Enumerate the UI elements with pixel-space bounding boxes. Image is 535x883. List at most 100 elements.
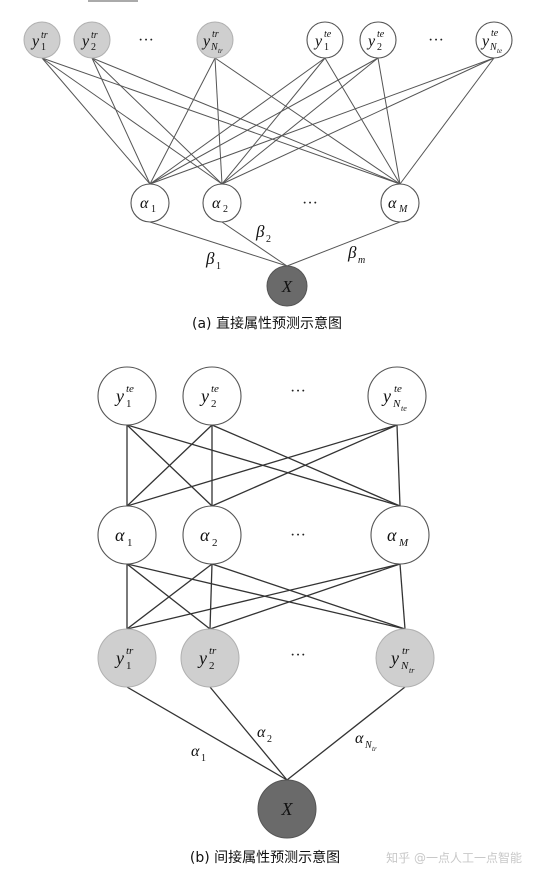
diagram-a-edge-attr-1-input [221,221,288,267]
diagram-b-attribute-node-2: α 2 [182,505,242,565]
svg-text:y: y [366,33,376,50]
diagram-a-test-node-1: y 1 te [306,21,344,59]
svg-text:α: α [200,525,210,545]
svg-text:tr: tr [212,29,219,40]
diagram-a-edge-label-beta-2: β 2 [255,222,271,245]
diagram-a-edge-class-3-attr-0 [149,57,326,185]
svg-text:1: 1 [126,398,132,410]
svg-text:tr: tr [209,645,217,657]
diagram-b-edge-train-2-input [286,686,406,781]
svg-text:te: te [211,383,219,395]
diagram-a-caption: (a) 直接属性预测示意图 [192,315,342,332]
svg-text:y: y [197,648,207,668]
diagram-a-train-node-n: y N tr tr [196,21,234,59]
svg-text:β: β [347,243,357,262]
diagram-a-train-node-2: y 2 tr [73,21,111,59]
diagram-a-edge-label-beta-1: β 1 [205,249,221,272]
svg-text:tr: tr [41,30,48,41]
svg-text:y: y [389,648,399,668]
diagram-a-edge-class-3-attr-1 [221,57,326,185]
svg-text:tr: tr [218,47,223,55]
svg-text:α: α [191,743,200,760]
diagram-b-test-node-2: y 2 te [182,366,242,426]
svg-text:y: y [313,33,323,50]
svg-text:y: y [114,386,124,406]
svg-text:β: β [255,222,265,241]
svg-text:te: te [126,383,134,395]
diagram-b-edge-test-2-attr-1 [211,424,398,507]
diagram-a-test-node-n: y N te te [475,21,513,59]
svg-text:1: 1 [201,753,206,764]
svg-text:y: y [201,33,211,50]
svg-text:te: te [377,29,385,40]
diagram-a-test-node-2: y 2 te [359,21,397,59]
svg-text:β: β [205,249,215,268]
svg-text:N: N [489,42,498,53]
diagram-a-edge-class-0-attr-1 [41,57,223,185]
svg-text:N: N [364,740,373,751]
diagram-a-edge-class-5-attr-1 [221,57,495,185]
diagram-b-test-node-1: y 1 te [97,366,157,426]
svg-text:y: y [80,33,90,50]
svg-text:2: 2 [377,42,382,53]
diagram-a-train-ellipsis: ··· [138,32,154,49]
svg-text:tr: tr [409,666,415,675]
diagram-a-input-node: X [266,265,308,307]
diagram-b-train-node-1: y 1 tr [97,628,157,688]
diagram-b-edge-attr-2-train-2 [399,563,406,630]
svg-text:1: 1 [127,537,133,549]
svg-text:M: M [398,204,408,215]
diagram-b-edge-attr-1-train-2 [211,563,406,630]
diagram-b-attribute-node-1: α 1 [97,505,157,565]
diagram-a-edge-class-1-attr-0 [91,57,151,185]
svg-text:tr: tr [126,645,134,657]
diagram-b-edge-label-alpha-1: α 1 [191,743,206,764]
svg-text:te: te [401,404,407,413]
diagram-a-edge-class-2-attr-0 [149,57,216,185]
diagram-b-edge-test-2-attr-2 [396,424,401,507]
diagram-a-attribute-node-m: α M [380,183,420,223]
diagram-a-attribute-node-1: α 1 [130,183,170,223]
diagram-a-edge-class-4-attr-0 [149,57,379,185]
svg-text:1: 1 [151,204,156,215]
svg-text:y: y [199,386,209,406]
svg-text:α: α [115,525,125,545]
svg-text:y: y [480,33,490,50]
svg-text:tr: tr [402,645,410,657]
diagram-b-attribute-ellipsis: ··· [290,527,306,544]
diagram-a-attribute-node-2: α 2 [202,183,242,223]
diagram-b-edge-label-alpha-n: α N tr [355,730,377,753]
diagram-b-caption: (b) 间接属性预测示意图 [190,849,340,866]
svg-text:y: y [381,386,391,406]
diagram-a-edge-class-3-attr-2 [324,57,401,185]
diagram-b-edge-attr-1-train-1 [209,563,213,630]
svg-text:2: 2 [212,537,218,549]
svg-text:te: te [497,47,502,55]
diagram-a-edge-attr-2-input [286,221,401,267]
svg-text:2: 2 [91,42,96,53]
diagram-b-attribute-node-m: α M [370,505,430,565]
svg-text:te: te [324,29,332,40]
diagram-b-edge-attr-2-train-1 [209,563,401,630]
diagram-a-edge-class-2-attr-1 [214,57,223,185]
svg-text:N: N [210,42,219,53]
diagram-b: y 1 te y 2 te ··· y N te te α 1 α 2 [97,366,435,866]
svg-text:tr: tr [372,745,377,753]
watermark: 知乎 @一点人工一点智能 [386,850,522,865]
diagram-b-test-ellipsis: ··· [290,383,306,400]
diagram-a-edge-class-2-attr-2 [214,57,401,185]
svg-text:α: α [387,525,397,545]
svg-text:2: 2 [267,734,272,745]
svg-text:te: te [491,28,499,39]
svg-text:2: 2 [211,398,217,410]
diagram-a-edge-class-5-attr-2 [399,57,495,185]
diagram-a-attribute-ellipsis: ··· [302,195,318,212]
svg-text:α: α [212,195,221,212]
diagram-a-edge-label-beta-m: β m [347,243,365,266]
diagram-b-edge-attr-2-train-0 [126,563,401,630]
diagram-b-train-node-n: y N tr tr [375,628,435,688]
diagram-a-edge-class-1-attr-1 [91,57,223,185]
svg-text:1: 1 [41,42,46,53]
diagram-b-input-node: X [257,779,317,839]
